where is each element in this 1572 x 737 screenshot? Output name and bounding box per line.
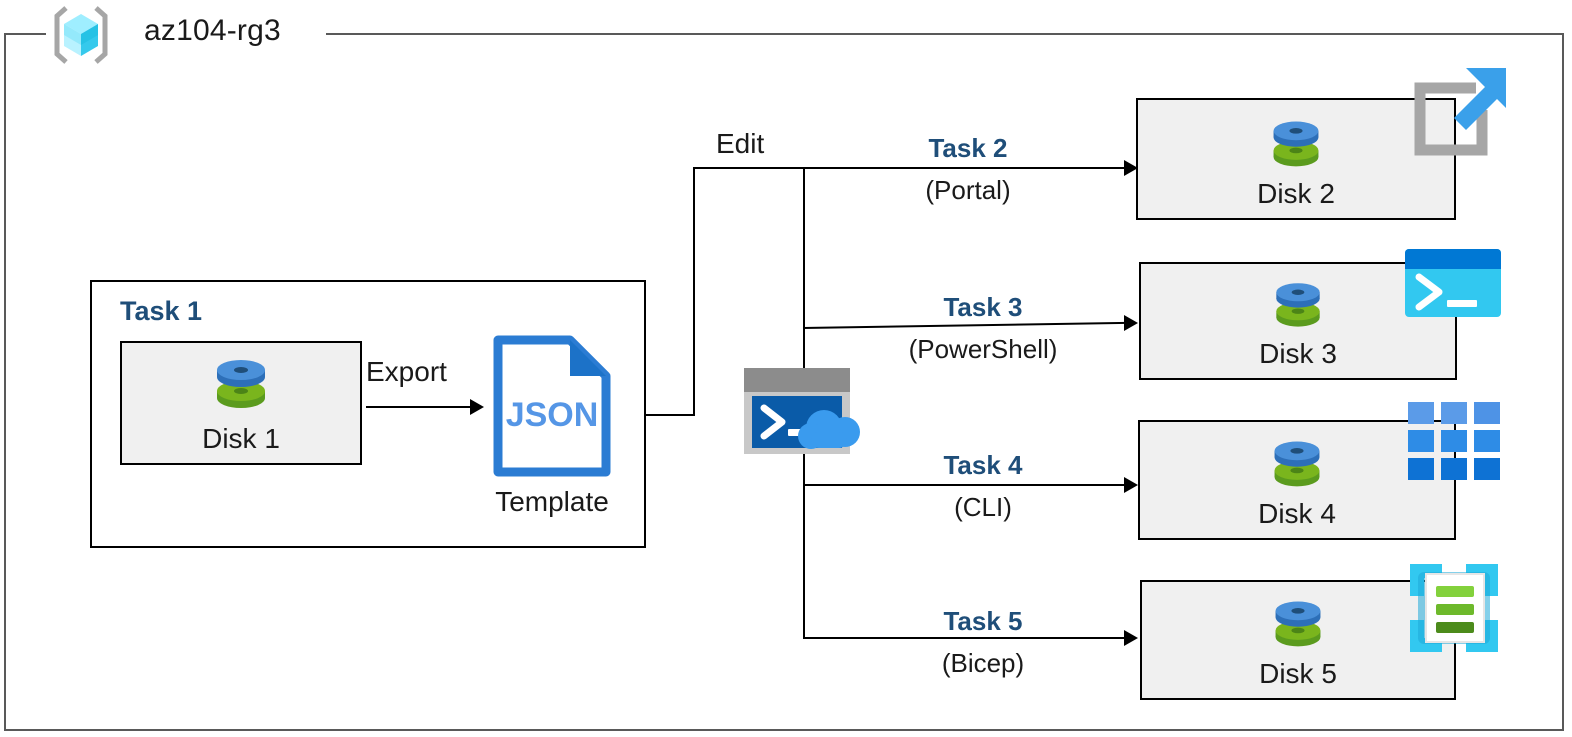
disk3-caption: Disk 3	[1259, 338, 1337, 369]
azure-cli-icon	[1408, 402, 1500, 480]
export-label: Export	[366, 356, 447, 387]
managed-disk-icon	[1270, 276, 1326, 332]
json-file-icon: JSON	[492, 334, 612, 478]
disk4-caption: Disk 4	[1258, 498, 1336, 529]
task5-label: Task 5	[943, 606, 1023, 636]
task4-label: Task 4	[943, 450, 1023, 480]
managed-disk-icon	[1267, 114, 1325, 172]
resource-group-name: az104-rg3	[144, 14, 281, 47]
disk1-caption: Disk 1	[202, 423, 280, 454]
task3-arrow-head	[1124, 315, 1138, 331]
export-arrow-head	[470, 399, 484, 415]
task4-arrow-line	[803, 484, 1135, 486]
task2-arrow-head	[1124, 160, 1138, 176]
edit-line-vertical-riser	[693, 167, 695, 416]
disk4-box: Disk 4	[1138, 420, 1456, 540]
managed-disk-icon	[1268, 434, 1326, 492]
disk2-box: Disk 2	[1136, 98, 1456, 220]
export-arrow-line	[366, 406, 472, 408]
svg-text:JSON: JSON	[506, 396, 599, 434]
task4-method: (CLI)	[954, 492, 1012, 522]
edit-label: Edit	[716, 128, 765, 159]
disk3-box: Disk 3	[1139, 262, 1457, 380]
resource-group-cube-icon	[50, 4, 112, 66]
disk1-box: Disk 1	[120, 341, 362, 465]
bicep-template-icon	[1406, 560, 1502, 656]
powershell-icon	[1405, 249, 1501, 317]
task2-method: (Portal)	[925, 175, 1011, 205]
task5-method: (Bicep)	[941, 648, 1025, 678]
disk2-caption: Disk 2	[1257, 178, 1335, 209]
disk5-box: Disk 5	[1140, 580, 1456, 700]
azure-portal-icon	[1404, 62, 1512, 162]
template-caption: Template	[495, 486, 609, 517]
task5-arrow-line	[803, 637, 1135, 639]
task3-label: Task 3	[943, 292, 1023, 322]
edit-line-from-template	[646, 414, 695, 416]
cloud-shell-icon	[742, 366, 866, 458]
managed-disk-icon	[1269, 594, 1327, 652]
task4-arrow-head	[1124, 477, 1138, 493]
disk5-caption: Disk 5	[1259, 658, 1337, 689]
edit-line-to-trunk	[693, 167, 805, 169]
task5-arrow-head	[1124, 630, 1138, 646]
resource-group-boundary	[4, 33, 1564, 731]
task2-arrow-line	[803, 167, 1133, 169]
task1-label: Task 1	[120, 296, 203, 326]
task3-method: (PowerShell)	[908, 334, 1058, 364]
managed-disk-icon	[210, 352, 272, 414]
task2-label: Task 2	[928, 133, 1008, 163]
